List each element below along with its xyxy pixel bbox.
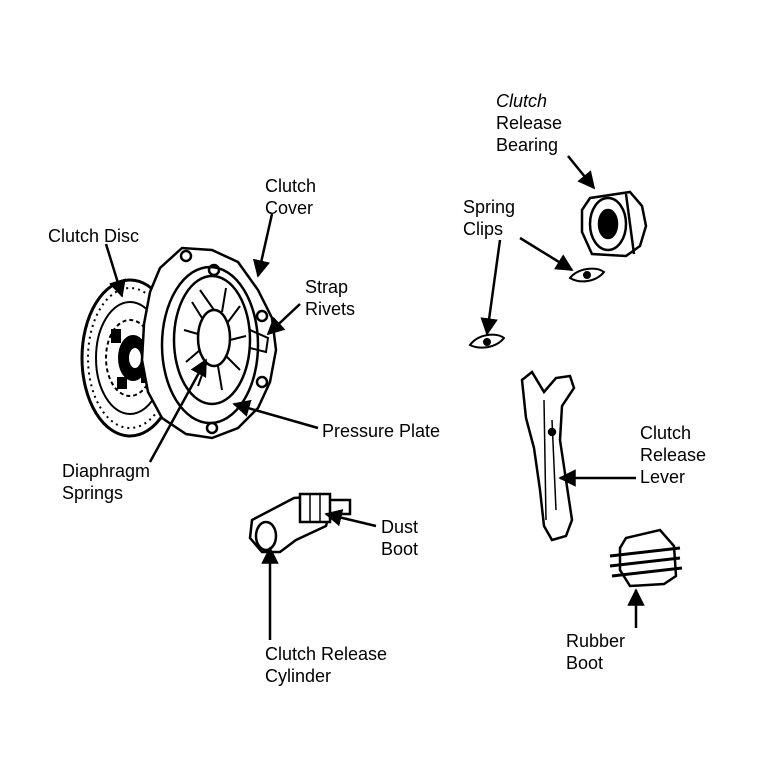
label-clutch-release-bearing-rest: Release Bearing [496, 112, 562, 156]
release-lever-part [520, 370, 576, 542]
label-line: Boot [566, 653, 604, 673]
leader-clutch-release-bearing [567, 155, 596, 190]
label-line: Cylinder [265, 666, 332, 686]
leader-diaphragm-springs [148, 358, 208, 463]
leader-pressure-plate [232, 399, 319, 430]
label-clutch-release-cylinder: Clutch Release Cylinder [265, 643, 387, 687]
label-line: Diaphragm [62, 461, 151, 481]
label-spring-clips: Spring Clips [463, 196, 515, 240]
label-line: Pressure Plate [322, 421, 441, 441]
label-line: Strap [305, 277, 349, 297]
label-rubber-boot: Rubber Boot [566, 630, 625, 674]
label-line: Boot [381, 539, 419, 559]
label-line: Lever [640, 467, 686, 487]
label-strap-rivets: Strap Rivets [305, 276, 355, 320]
rubber-boot-part [609, 528, 683, 588]
leader-strap-rivets [266, 303, 301, 336]
label-line: Clips [463, 219, 504, 239]
label-diaphragm-springs: Diaphragm Springs [62, 460, 150, 504]
label-line: Cover [265, 198, 314, 218]
label-line: Release [496, 113, 563, 133]
leader-lines [104, 155, 645, 640]
label-line: Rivets [305, 299, 356, 319]
label-line: Clutch [640, 423, 692, 443]
label-pressure-plate: Pressure Plate [322, 420, 440, 442]
leader-clutch-cover [252, 213, 274, 278]
label-line: Release [640, 445, 707, 465]
leader-dust-boot [324, 509, 377, 528]
label-clutch-cover: Clutch Cover [265, 175, 316, 219]
label-line: Clutch [496, 91, 548, 111]
label-line: Clutch Disc [48, 226, 140, 246]
clutch-cover-part [140, 246, 278, 440]
label-line: Bearing [496, 135, 559, 155]
leader-spring-clips-a [519, 236, 574, 272]
label-line: Spring [463, 197, 516, 217]
release-cylinder-part [248, 492, 352, 554]
label-line: Rubber [566, 631, 626, 651]
leader-clutch-disc [104, 243, 126, 298]
label-line: Springs [62, 483, 124, 503]
label-clutch-release-bearing: Clutch [496, 90, 547, 112]
label-clutch-release-lever: Clutch Release Lever [640, 422, 706, 488]
label-line: Clutch Release [265, 644, 388, 664]
spring-clip-part [468, 267, 606, 349]
label-line: Dust [381, 517, 419, 537]
label-clutch-disc: Clutch Disc [48, 225, 139, 247]
release-bearing-part [580, 190, 648, 258]
label-line: Clutch [265, 176, 317, 196]
label-dust-boot: Dust Boot [381, 516, 418, 560]
leader-spring-clips-b [480, 239, 502, 336]
